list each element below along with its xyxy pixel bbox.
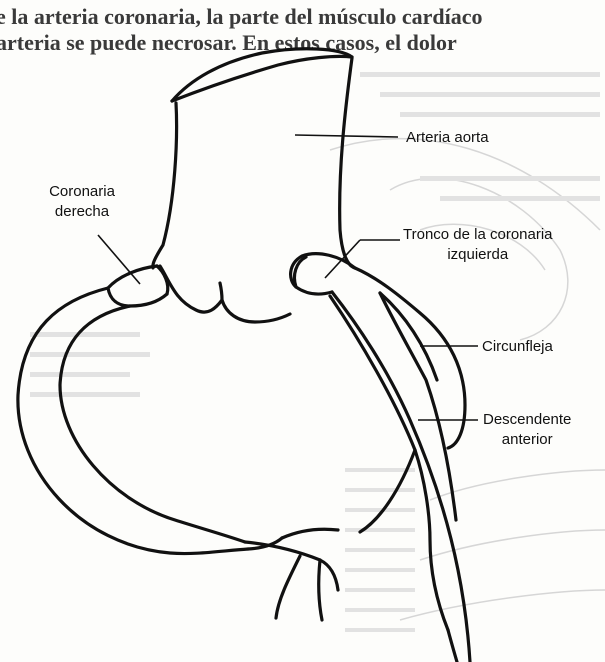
circumflex-inner-line — [380, 293, 437, 380]
label-circunfleja-text: Circunfleja — [482, 337, 553, 357]
lad-tip — [448, 630, 457, 662]
label-descendente-anterior: Descendente anterior — [483, 410, 571, 450]
aortic-root-notch — [220, 283, 222, 300]
aortic-root — [160, 266, 290, 322]
posterior-branch-b — [282, 529, 338, 538]
label-coronaria-derecha-line-1: Coronaria — [36, 182, 128, 202]
label-arteria-aorta: Arteria aorta — [406, 128, 489, 148]
label-descendente-line-1: Descendente — [483, 410, 571, 430]
leader-coronaria-derecha — [98, 235, 140, 284]
label-circunfleja: Circunfleja — [482, 337, 553, 357]
right-coronary-stump-cap — [157, 266, 168, 294]
aorta-right-wall — [340, 58, 355, 268]
lad-diagonal-branch — [360, 450, 415, 532]
right-coronary-inner — [60, 306, 245, 542]
label-coronaria-derecha-line-2: derecha — [36, 202, 128, 222]
right-coronary-outer — [18, 288, 248, 554]
label-descendente-line-2: anterior — [483, 430, 571, 450]
right-coronary-stump — [108, 266, 167, 306]
label-coronaria-derecha: Coronaria derecha — [36, 182, 128, 222]
leader-aorta — [295, 135, 398, 137]
label-tronco-coronaria-izquierda: Tronco de la coronaria izquierda — [403, 225, 553, 265]
posterior-branch-d — [319, 560, 322, 620]
label-tronco-line-1: Tronco de la coronaria — [403, 225, 553, 245]
label-tronco-line-2: izquierda — [403, 245, 553, 265]
posterior-branch-c — [276, 556, 300, 618]
lad-inner — [380, 293, 456, 520]
label-arteria-aorta-text: Arteria aorta — [406, 128, 489, 148]
aorta-left-wall — [153, 103, 177, 268]
